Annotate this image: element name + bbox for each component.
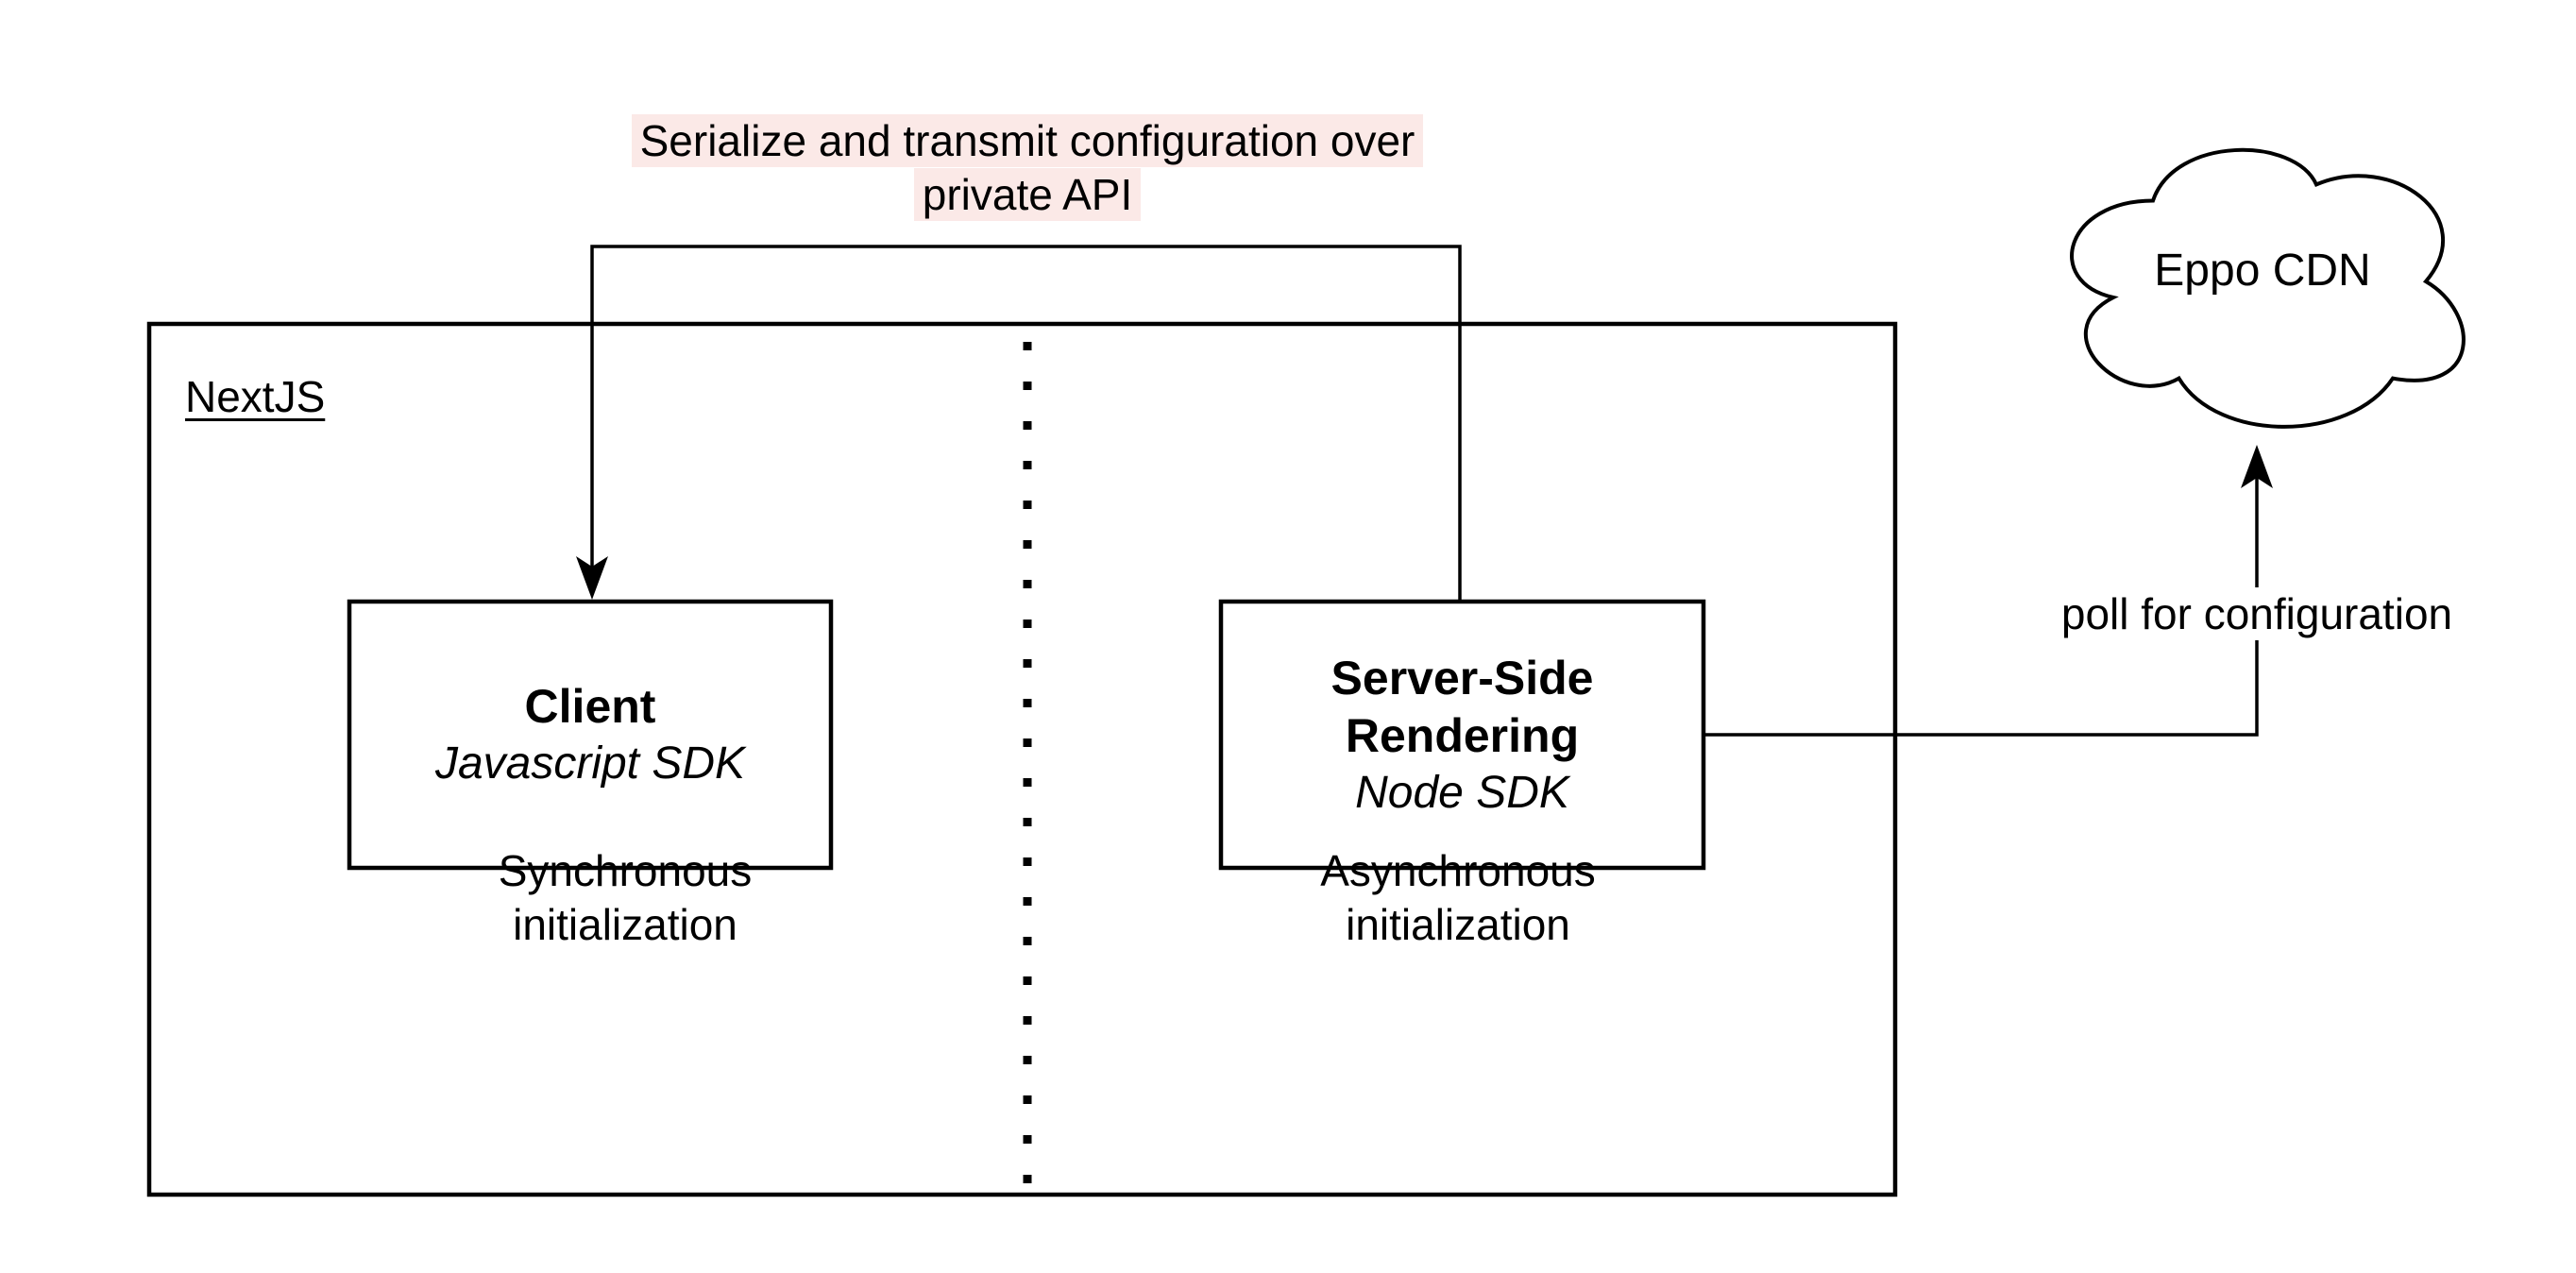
nextjs-label: NextJS <box>185 372 326 421</box>
client-caption-line-2: initialization <box>513 900 737 949</box>
server-box-title-line-2: Rendering <box>1345 708 1580 762</box>
serialize-label-line-1: Serialize and transmit configuration ove… <box>631 114 1424 167</box>
nextjs-container-rect <box>146 321 1898 1197</box>
cloud-shape <box>2070 147 2466 429</box>
poll-label: poll for configuration <box>2040 587 2474 641</box>
poll-connector-line <box>1703 478 2259 737</box>
server-box-sdk: Node SDK <box>1355 767 1569 818</box>
server-box-title-line-1: Server-Side <box>1330 651 1594 704</box>
server-caption-line-2: initialization <box>1346 900 1570 949</box>
serialize-arrowhead-down-icon <box>576 556 608 600</box>
server-caption: Asynchronous initialization <box>1222 844 1694 952</box>
client-box-title: Client <box>524 680 656 733</box>
poll-label-text: poll for configuration <box>2053 587 2461 640</box>
server-caption-line-1: Asynchronous <box>1320 846 1596 895</box>
client-caption: Synchronous initialization <box>389 844 861 952</box>
client-box-sdk: Javascript SDK <box>434 738 746 789</box>
server-box-label: Server-Side Rendering Node SDK <box>1221 602 1703 868</box>
client-box-rect <box>347 599 834 871</box>
cloud-label: Eppo CDN <box>2154 246 2371 296</box>
client-box-label: Client Javascript SDK <box>349 602 831 868</box>
serialize-label: Serialize and transmit configuration ove… <box>593 114 1462 222</box>
serialize-label-line-2: private API <box>913 168 1142 221</box>
client-caption-line-1: Synchronous <box>498 846 753 895</box>
poll-arrowhead-up-icon <box>2241 445 2273 488</box>
serialize-connector-line <box>590 245 1462 600</box>
